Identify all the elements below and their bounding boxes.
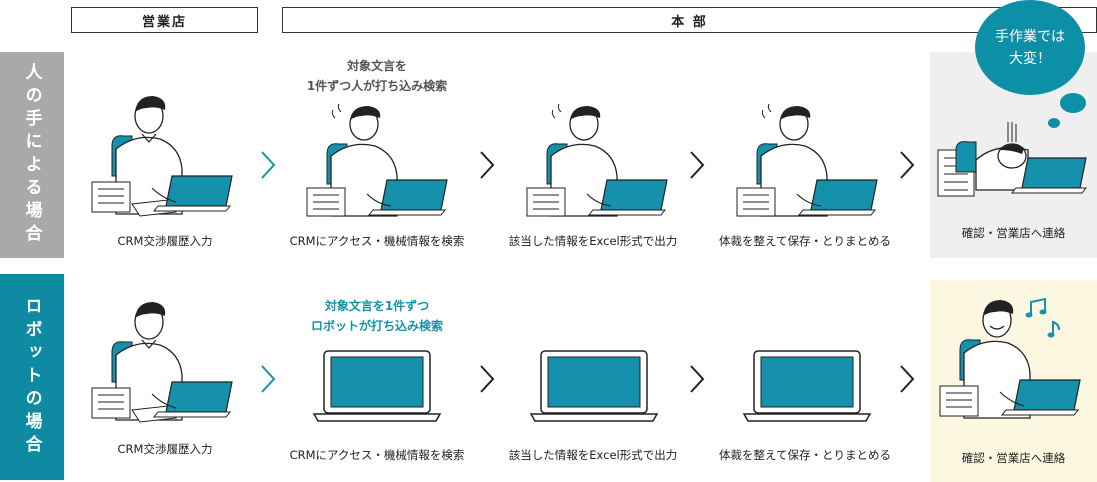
hq-header-label: 本 部 — [671, 14, 708, 30]
thought-bubble-dot-small — [1048, 118, 1060, 128]
robot-step-3-label: 該当した情報をExcel形式で出力 — [508, 448, 678, 462]
manual-step-4-label: 体裁を整えて保存・とりまとめる — [719, 234, 891, 248]
row-label-robot: ロボットの場合 — [0, 274, 64, 480]
hq-header: 本 部 — [282, 7, 1097, 33]
robot-arrow-1 — [261, 365, 276, 393]
manual-annotation-line1: 対象文言を — [346, 59, 407, 73]
thought-bubble-line2: 大変！ — [1009, 50, 1051, 67]
robot-annotation-line2: ロボットが打ち込み検索 — [310, 319, 443, 333]
row-label-manual: 人の手による場合 — [0, 52, 64, 258]
music-note-icon — [1025, 298, 1060, 338]
robot-step-4-label: 体裁を整えて保存・とりまとめる — [719, 448, 891, 462]
manual-step-1-label: CRM交渉履歴入力 — [117, 234, 213, 248]
manual-step-5-label: 確認・営業店へ連絡 — [961, 226, 1066, 240]
manual-step-1-worker-illustration — [91, 96, 233, 217]
robot-step-5-happy-worker-illustration — [939, 300, 1081, 419]
robot-step-1-label: CRM交渉履歴入力 — [117, 442, 213, 456]
manual-step-5-exhausted-worker-illustration — [937, 122, 1088, 197]
thought-bubble: 手作業では 大変！ — [975, 0, 1085, 95]
manual-arrow-4 — [900, 151, 915, 179]
branch-header-label: 営業店 — [141, 14, 187, 30]
manual-step-2-label: CRMにアクセス・機械情報を検索 — [289, 234, 465, 248]
robot-step-2-laptop-icon — [312, 350, 442, 422]
robot-annotation-line1: 対象文言を1件ずつ — [324, 299, 430, 313]
manual-arrow-3 — [690, 151, 705, 179]
thought-bubble-dot-large — [1060, 93, 1086, 113]
manual-arrow-2 — [480, 151, 495, 179]
robot-step-4-laptop-icon — [742, 350, 872, 422]
manual-annotation: 対象文言を 1件ずつ人が打ち込み検索 — [287, 56, 467, 96]
row-label-manual-text: 人の手による場合 — [21, 63, 42, 247]
robot-annotation: 対象文言を1件ずつ ロボットが打ち込み検索 — [287, 296, 467, 336]
row-label-robot-text: ロボットの場合 — [21, 296, 42, 458]
manual-step-2-worker-illustration — [306, 104, 448, 217]
robot-arrow-2 — [480, 365, 495, 393]
robot-step-5-label: 確認・営業店へ連絡 — [961, 451, 1066, 465]
robot-step-2-label: CRMにアクセス・機械情報を検索 — [289, 448, 465, 462]
manual-annotation-line2: 1件ずつ人が打ち込み検索 — [306, 79, 448, 93]
robot-step-1-worker-illustration — [91, 302, 233, 423]
manual-step-3-worker-illustration — [526, 104, 668, 217]
robot-arrow-3 — [690, 365, 705, 393]
manual-step-4-worker-illustration — [736, 104, 878, 217]
robot-arrow-4 — [900, 365, 915, 393]
thought-bubble-line1: 手作業では — [995, 28, 1065, 45]
manual-step-3-label: 該当した情報をExcel形式で出力 — [508, 234, 678, 248]
robot-step-3-laptop-icon — [529, 350, 659, 422]
manual-arrow-1 — [261, 151, 276, 179]
branch-header: 営業店 — [71, 7, 258, 33]
